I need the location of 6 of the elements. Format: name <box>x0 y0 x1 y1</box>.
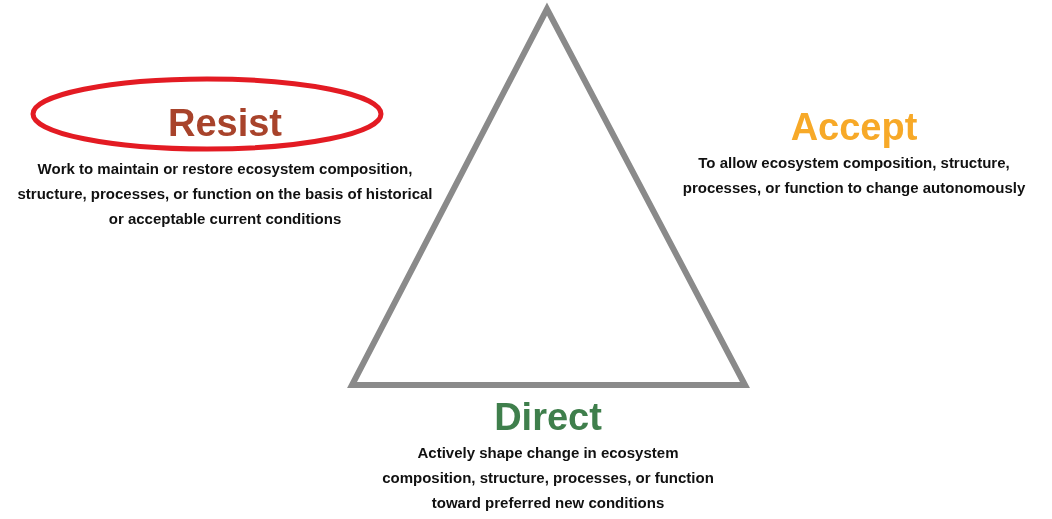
description: To allow ecosystem composition, structure, processes, or function to change autonomously <box>681 153 1027 198</box>
heading: Accept <box>790 105 918 150</box>
description: Work to maintain or restore ecosystem composition, structure, processes, or function on the basis of historical or acceptable current conditions <box>16 159 434 229</box>
heading: Direct <box>494 395 602 440</box>
description: Actively shape change in ecosystem composition, structure, processes, or function toward preferred new conditions <box>381 443 715 513</box>
heading: Resist <box>167 101 283 146</box>
